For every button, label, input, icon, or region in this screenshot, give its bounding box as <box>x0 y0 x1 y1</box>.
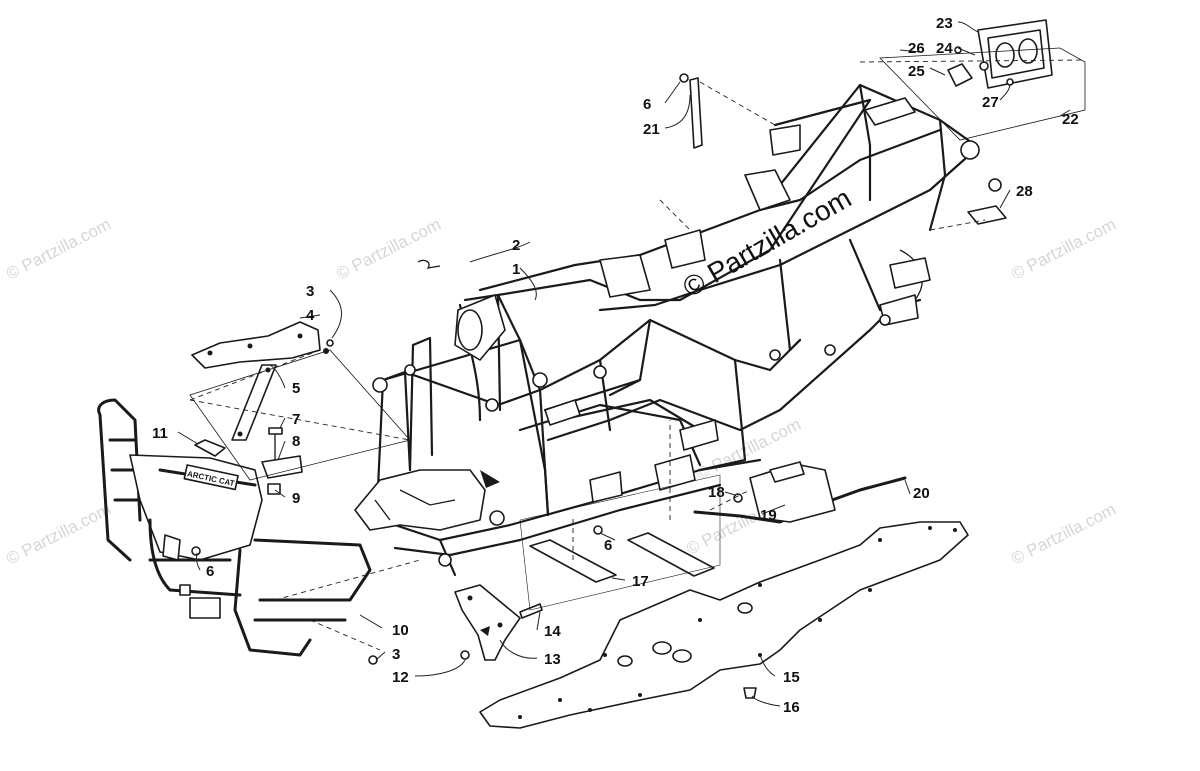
callout-27: 27 <box>982 94 999 111</box>
skid-plate-15 <box>479 521 969 729</box>
watermark: © Partzilla.com <box>1008 215 1119 284</box>
callout-19: 19 <box>760 507 777 524</box>
callout-15: 15 <box>783 669 800 686</box>
callout-3: 3 <box>392 646 400 663</box>
bolt-stack-7-8-9 <box>261 427 303 495</box>
callout-10: 10 <box>392 622 409 639</box>
fastener-16 <box>743 687 757 699</box>
callouts: 2 1 3 4 5 7 8 9 11 6 10 3 12 14 13 6 17 … <box>152 15 1079 716</box>
callout-17: 17 <box>632 573 649 590</box>
nut-3 <box>368 655 378 665</box>
callout-14: 14 <box>544 623 561 640</box>
watermark: © Partzilla.com <box>3 500 114 569</box>
callout-20: 20 <box>913 485 930 502</box>
callout-7: 7 <box>292 411 300 428</box>
callout-25: 25 <box>908 63 925 80</box>
front-bumper-10: ARCTIC CAT <box>97 398 372 657</box>
nut-3 <box>326 339 334 347</box>
callout-4: 4 <box>306 307 315 324</box>
callout-18: 18 <box>708 484 725 501</box>
callout-2: 2 <box>512 237 520 254</box>
callout-5: 5 <box>292 380 300 397</box>
plate-28 <box>967 205 1007 225</box>
callout-12: 12 <box>392 669 409 686</box>
callout-21: 21 <box>643 121 660 138</box>
bracket-13 <box>454 584 543 661</box>
tube-20 <box>693 461 907 524</box>
callout-8: 8 <box>292 433 300 450</box>
clip-2 <box>417 259 441 269</box>
callout-23: 23 <box>936 15 953 32</box>
callout-28: 28 <box>1016 183 1033 200</box>
main-frame <box>354 83 1002 577</box>
callout-22: 22 <box>1062 111 1079 128</box>
group-outline-4-5 <box>189 349 411 481</box>
watermark: © Partzilla.com <box>1008 500 1119 569</box>
bracket-4 <box>191 321 329 369</box>
watermark: © Partzilla.com <box>3 215 114 284</box>
callout-6: 6 <box>206 563 214 580</box>
callout-1: 1 <box>512 261 520 278</box>
callout-11: 11 <box>152 425 168 442</box>
callout-26: 26 <box>908 40 925 57</box>
leader-lines <box>177 21 1071 707</box>
taillight-23 <box>947 19 1053 89</box>
callout-6: 6 <box>604 537 612 554</box>
callout-24: 24 <box>936 40 953 57</box>
watermark: © Partzilla.com <box>333 215 444 284</box>
strips-17 <box>529 532 715 583</box>
callout-9: 9 <box>292 490 300 507</box>
callout-13: 13 <box>544 651 561 668</box>
callout-6: 6 <box>643 96 651 113</box>
callout-16: 16 <box>783 699 800 716</box>
callout-3: 3 <box>306 283 314 300</box>
assembly-lines <box>189 59 1086 651</box>
taillight-outline <box>879 47 1086 141</box>
brace-21 <box>679 73 703 149</box>
group-outline-17 <box>519 474 721 611</box>
bolt-6 <box>593 525 603 535</box>
plate-11 <box>194 439 226 457</box>
